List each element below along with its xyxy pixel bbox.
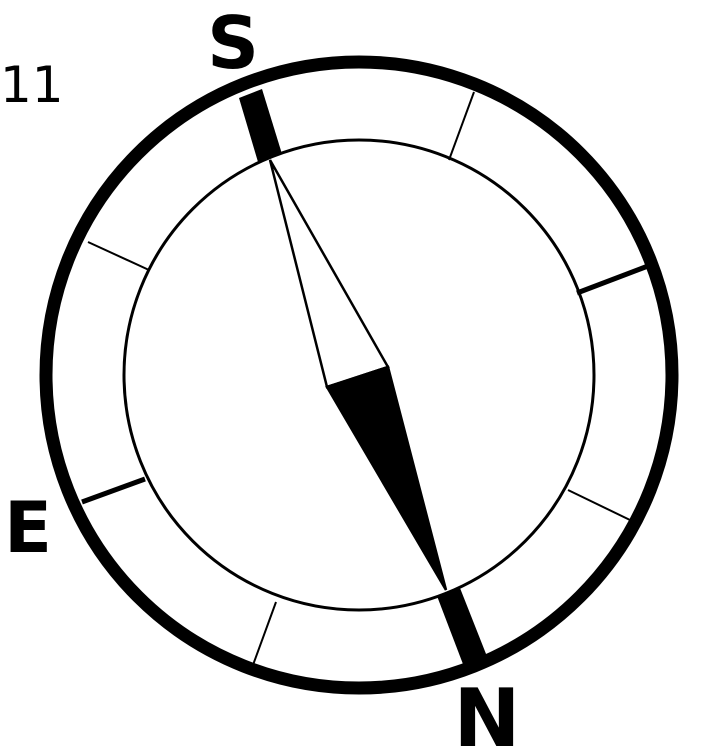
cardinal-label-east: E: [4, 487, 52, 569]
cardinal-label-north: N: [454, 672, 521, 749]
figure-number: 11: [0, 56, 64, 114]
cardinal-label-south: S: [207, 1, 259, 85]
